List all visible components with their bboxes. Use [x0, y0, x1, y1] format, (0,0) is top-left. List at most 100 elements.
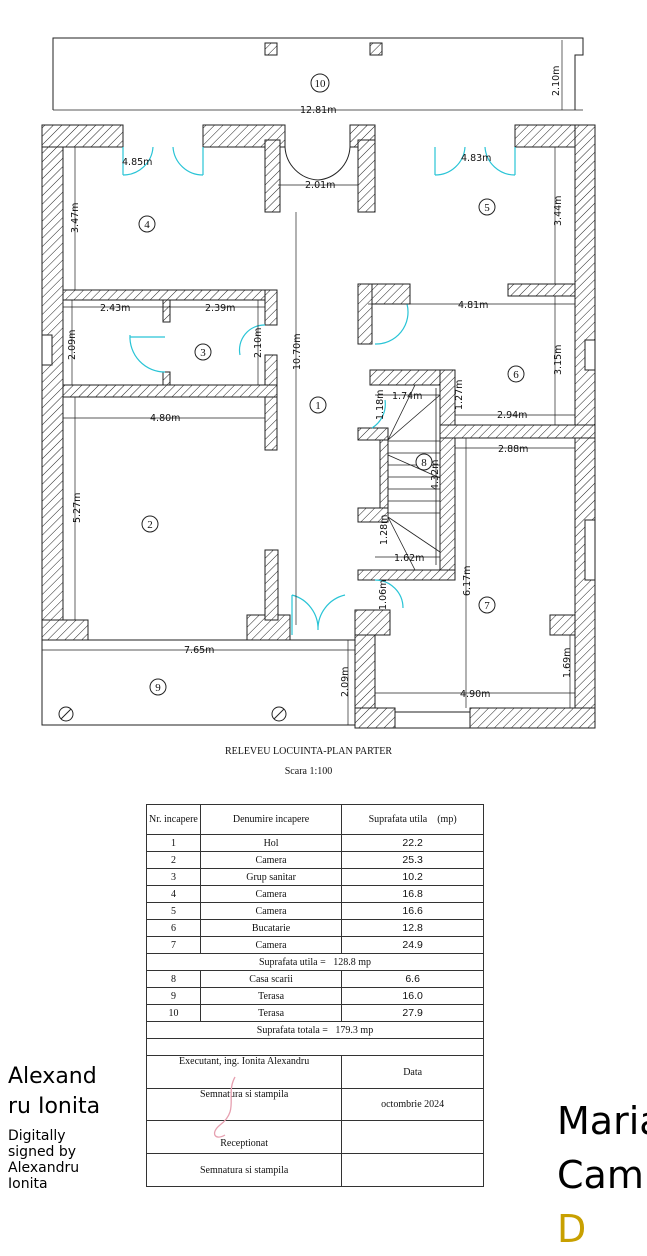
- cell-name: Camera: [199, 902, 343, 920]
- room-number: 8: [421, 457, 427, 469]
- table-header: Nr. incapere Denumire incapere Suprafata…: [146, 804, 484, 835]
- dim-label: 2.09m: [340, 667, 351, 697]
- dim-label: 2.09m: [67, 330, 78, 360]
- signature-note-line: signed by: [8, 1144, 77, 1160]
- subtotal-row: Suprafata utila = 128.8 mp: [146, 953, 484, 971]
- room-number: 6: [513, 369, 519, 381]
- side-text-line: Maria: [557, 1099, 647, 1143]
- dim-label: 4.32m: [430, 460, 441, 490]
- dim-label: 7.65m: [184, 645, 214, 656]
- plan-title: RELEVEU LOCUINTA-PLAN PARTER: [224, 746, 393, 757]
- room-number: 3: [200, 347, 206, 359]
- cell-area: 22.2: [341, 834, 484, 852]
- dim-label: 4.83m: [461, 153, 491, 164]
- dim-label: 1.18m: [375, 390, 386, 420]
- total: Suprafata totala = 179.3 mp: [146, 1021, 484, 1039]
- cell-area: 24.9: [341, 936, 484, 954]
- room-5-marker: 5: [478, 198, 496, 216]
- cell-nr: 6: [146, 919, 201, 937]
- cell-nr: 2: [146, 851, 201, 869]
- dim-label: 2.01m: [305, 180, 335, 191]
- cell-nr: 5: [146, 902, 201, 920]
- room-3-marker: 3: [194, 343, 212, 361]
- date-value: octombrie 2024: [341, 1088, 484, 1121]
- signature-stamp-2: Semnatura si stampila: [145, 1153, 343, 1187]
- dim-label: 4.80m: [150, 413, 180, 424]
- digital-signature-note: Digitally signed by Alexandru Ionita: [8, 1128, 144, 1192]
- room-7-marker: 7: [478, 596, 496, 614]
- signature-note-line: Ionita: [8, 1176, 48, 1192]
- dim-label: 3.15m: [553, 345, 564, 375]
- dim-label: 5.27m: [72, 493, 83, 523]
- room-numbers: 1 2 3 4 5 6 7 8 9 10: [138, 73, 525, 696]
- signature-note-line: Alexandru: [8, 1160, 80, 1176]
- cell-area: 10.2: [341, 868, 484, 886]
- dim-label: 1.69m: [562, 648, 573, 678]
- header-nr: Nr. incapere: [146, 804, 201, 835]
- dim-label: 3.44m: [553, 196, 564, 226]
- side-text-line: Cam: [557, 1153, 644, 1197]
- dimension-labels: 12.81m 2.10m 4.85m 4.83m 2.01m 3.47m 3.4…: [67, 66, 573, 700]
- side-text-line: D: [557, 1207, 587, 1251]
- dim-label: 12.81m: [300, 105, 336, 116]
- cell-nr: 9: [146, 987, 201, 1005]
- blank-cell: [146, 1038, 484, 1056]
- floor-plan: 12.81m 2.10m 4.85m 4.83m 2.01m 3.47m 3.4…: [41, 37, 596, 729]
- room-1-marker: 1: [309, 396, 327, 414]
- cell-nr: 1: [146, 834, 201, 852]
- cell-area: 16.6: [341, 902, 484, 920]
- room-10-marker: 10: [310, 73, 330, 93]
- room-8-marker: 8: [415, 453, 433, 471]
- dim-label: 6.17m: [462, 566, 473, 596]
- cell-area: 27.9: [341, 1004, 484, 1022]
- dimension-lines: [42, 40, 583, 725]
- dim-label: 1.74m: [392, 391, 422, 402]
- room-4-marker: 4: [138, 215, 156, 233]
- dim-label: 1.27m: [454, 380, 465, 410]
- cell-name: Hol: [199, 834, 343, 852]
- signature-name-line: Alexand: [8, 1064, 97, 1089]
- dim-label: 4.81m: [458, 300, 488, 311]
- cell-name: Casa scarii: [199, 970, 343, 988]
- dim-label: 1.06m: [378, 580, 389, 610]
- handwritten-signature: [213, 1076, 236, 1138]
- rooms-table: Nr. incapere Denumire incapere Suprafata…: [145, 804, 484, 1187]
- cell-nr: 7: [146, 936, 201, 954]
- cell-name: Bucatarie: [199, 919, 343, 937]
- room-number: 1: [315, 400, 321, 412]
- signature-value: [341, 1153, 484, 1187]
- cell-nr: 4: [146, 885, 201, 903]
- cell-area: 6.6: [341, 970, 484, 988]
- cell-area: 16.0: [341, 987, 484, 1005]
- dim-label: 1.62m: [394, 553, 424, 564]
- cell-nr: 10: [146, 1004, 201, 1022]
- windows: [41, 334, 596, 729]
- cell-name: Camera: [199, 851, 343, 869]
- dim-label: 4.90m: [460, 689, 490, 700]
- cell-name: Camera: [199, 885, 343, 903]
- digital-signature-name: Alexand ru Ionita: [8, 1062, 144, 1122]
- dim-label: 3.47m: [70, 203, 81, 233]
- cell-name: Camera: [199, 936, 343, 954]
- cell-area: 25.3: [341, 851, 484, 869]
- room-6-marker: 6: [507, 365, 525, 383]
- header-name: Denumire incapere: [199, 804, 343, 835]
- signature-name-line: ru Ionita: [8, 1094, 101, 1119]
- receptionat: Receptionat: [145, 1120, 343, 1154]
- cell-name: Terasa: [199, 987, 343, 1005]
- dim-label: 2.43m: [100, 303, 130, 314]
- cell-name: Terasa: [199, 1004, 343, 1022]
- cell-name: Grup sanitar: [199, 868, 343, 886]
- room-2-marker: 2: [141, 515, 159, 533]
- dim-label: 2.10m: [253, 328, 264, 358]
- plan-scale: Scara 1:100: [284, 766, 333, 777]
- stairs: [387, 384, 441, 571]
